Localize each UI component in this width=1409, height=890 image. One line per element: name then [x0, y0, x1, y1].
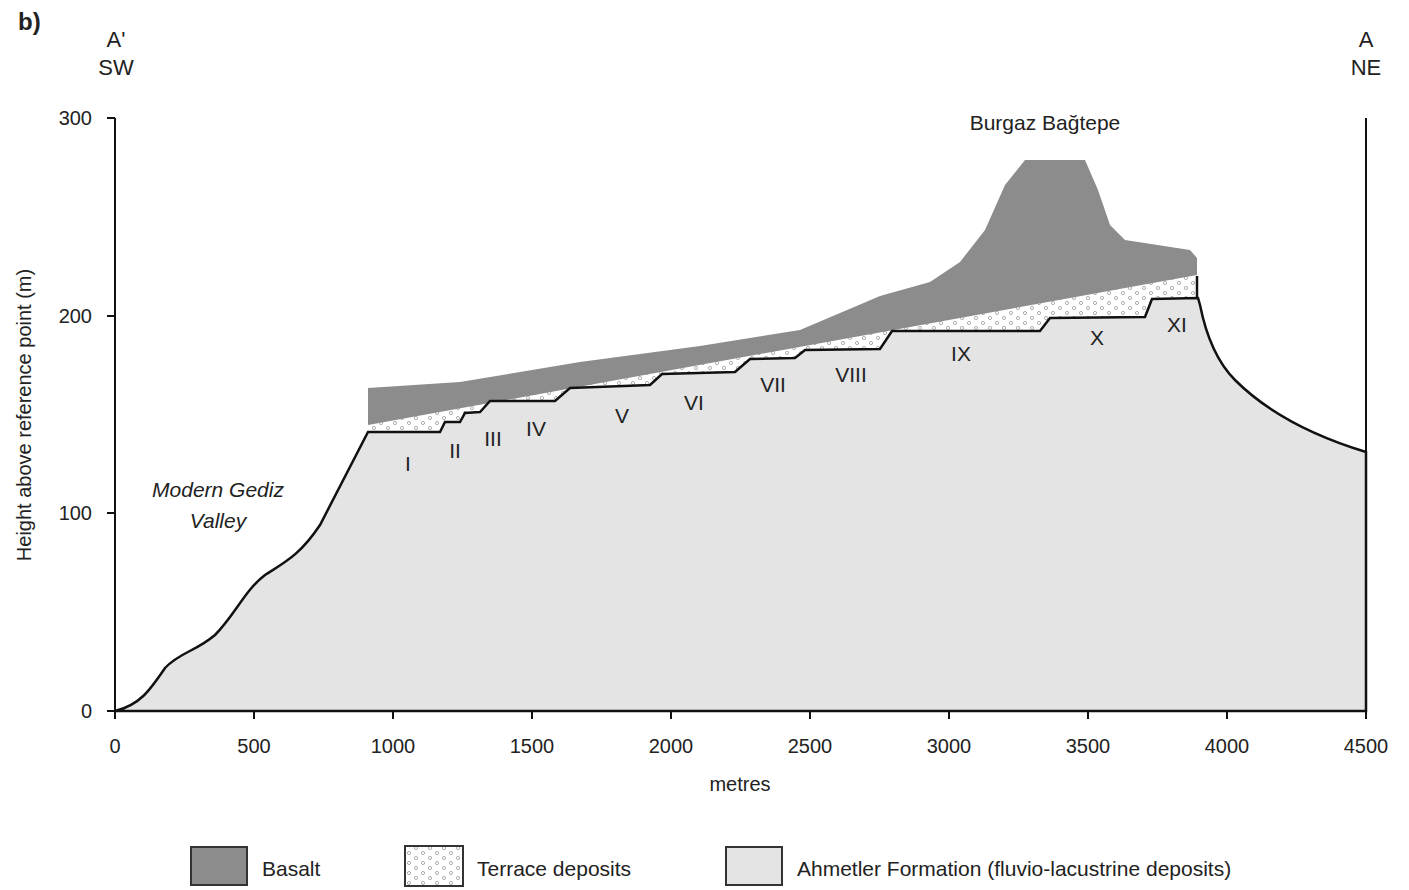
tick-label: 2500 [788, 736, 833, 756]
section-end: A' [107, 29, 126, 51]
axis-title: metres [709, 774, 770, 794]
axes [107, 118, 1366, 719]
tick-label: 100 [59, 503, 92, 523]
terrace-number: II [449, 440, 461, 461]
tick-label: 2000 [649, 736, 694, 756]
terrace-number: XI [1167, 314, 1187, 335]
section-end: A [1359, 29, 1374, 51]
terrace-number: VI [684, 392, 704, 413]
tick-label: 0 [109, 736, 120, 756]
legend-text: Ahmetler Formation (fluvio-lacustrine de… [797, 858, 1231, 879]
tick-label: 4000 [1205, 736, 1250, 756]
terrace-number: X [1090, 327, 1104, 348]
tick-label: 1000 [371, 736, 416, 756]
legend-text: Terrace deposits [477, 858, 631, 879]
tick-label: 3500 [1066, 736, 1111, 756]
axis-title: Height above reference point (m) [14, 269, 34, 561]
place-name: Modern Gediz Valley [138, 474, 298, 537]
terrace-number: IX [951, 343, 971, 364]
legend-swatch [725, 846, 783, 886]
legend-swatch [190, 846, 248, 886]
tick-label: 1500 [510, 736, 555, 756]
tick-label: 4500 [1344, 736, 1389, 756]
panel-letter: b) [18, 10, 41, 34]
tick-label: 200 [59, 306, 92, 326]
terrace-number: VII [760, 374, 786, 395]
tick-label: 0 [81, 701, 92, 721]
terrace-number: V [615, 405, 629, 426]
terrace-swatch [405, 846, 463, 886]
tick-label: 500 [237, 736, 270, 756]
section-end: SW [98, 57, 133, 79]
legend-text: Basalt [262, 858, 320, 879]
terrace-number: IV [526, 418, 546, 439]
section-end: NE [1351, 57, 1382, 79]
place-name: Burgaz Bağtepe [970, 112, 1121, 133]
terrace-number: III [484, 428, 502, 449]
tick-label: 300 [59, 108, 92, 128]
terrace-number: I [405, 453, 411, 474]
terrace-number: VIII [835, 364, 867, 385]
tick-label: 3000 [927, 736, 972, 756]
ahmetler-formation [115, 298, 1366, 711]
